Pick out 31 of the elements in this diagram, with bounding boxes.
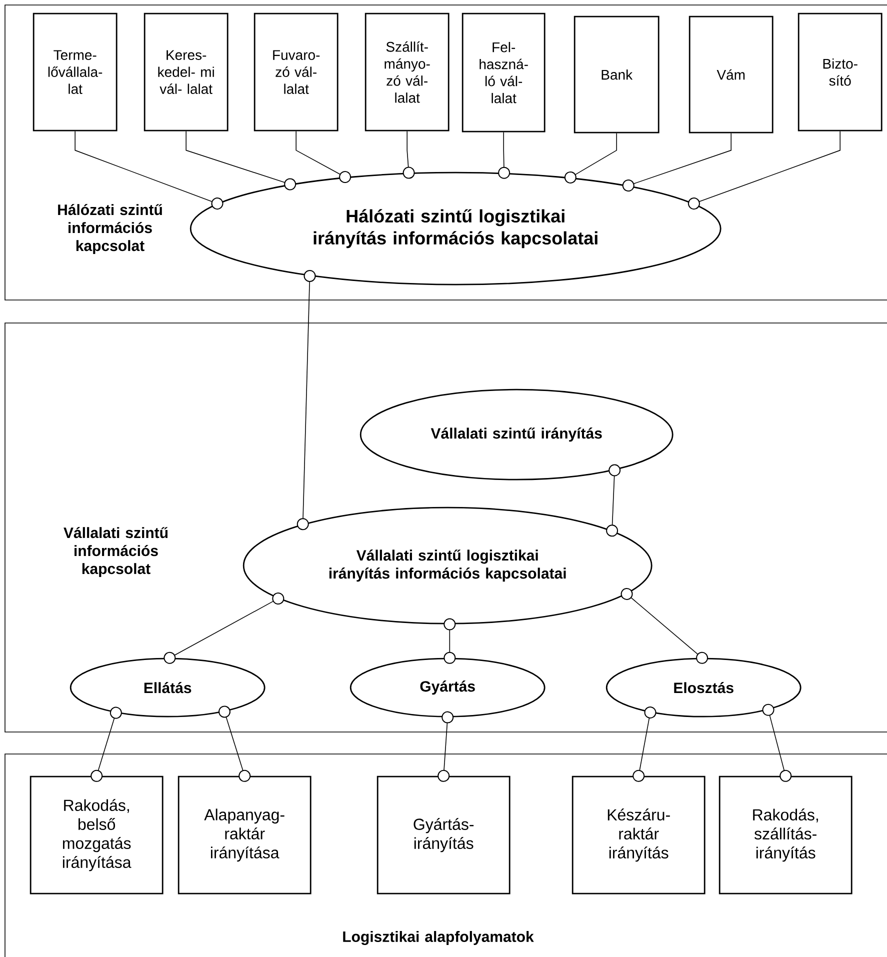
connector	[296, 270, 316, 530]
connector	[498, 132, 510, 179]
process-box: Fuvaro- zó vál- lalat	[254, 12, 338, 132]
process-box: Készáru- raktár irányítás	[572, 776, 706, 894]
connector	[438, 711, 454, 782]
connector	[564, 132, 617, 184]
process-box: Vám	[688, 16, 774, 134]
connector	[688, 130, 840, 210]
process-box: Rakodás, szállítás- irányítás	[718, 776, 852, 894]
connector	[606, 464, 621, 537]
process-box: Fel- haszná- ló vál- lalat	[462, 12, 546, 132]
process-box: Gyártás- irányítás	[376, 776, 510, 894]
connector	[402, 130, 415, 179]
connector	[74, 130, 224, 210]
process-box: Bank	[574, 16, 660, 134]
connector	[164, 592, 284, 664]
connector	[90, 706, 122, 782]
process-box: Keres- kedel- mi vál- lalat	[144, 12, 228, 132]
connector	[296, 130, 352, 184]
connector	[632, 706, 656, 782]
process-box: Rakodás, belső mozgatás irányítása	[30, 776, 164, 894]
connector	[622, 132, 732, 192]
process-box: Alapanyag- raktár irányítása	[178, 776, 312, 894]
connector	[762, 704, 792, 782]
connector	[444, 618, 456, 664]
connector	[218, 706, 251, 782]
process-box: Szállít- mányo- zó vál- lalat	[364, 12, 450, 132]
process-box: Terme- lővállala- lat	[32, 12, 118, 132]
connector	[620, 588, 708, 664]
process-box: Bizto- sító	[798, 12, 882, 132]
connector	[186, 130, 296, 190]
